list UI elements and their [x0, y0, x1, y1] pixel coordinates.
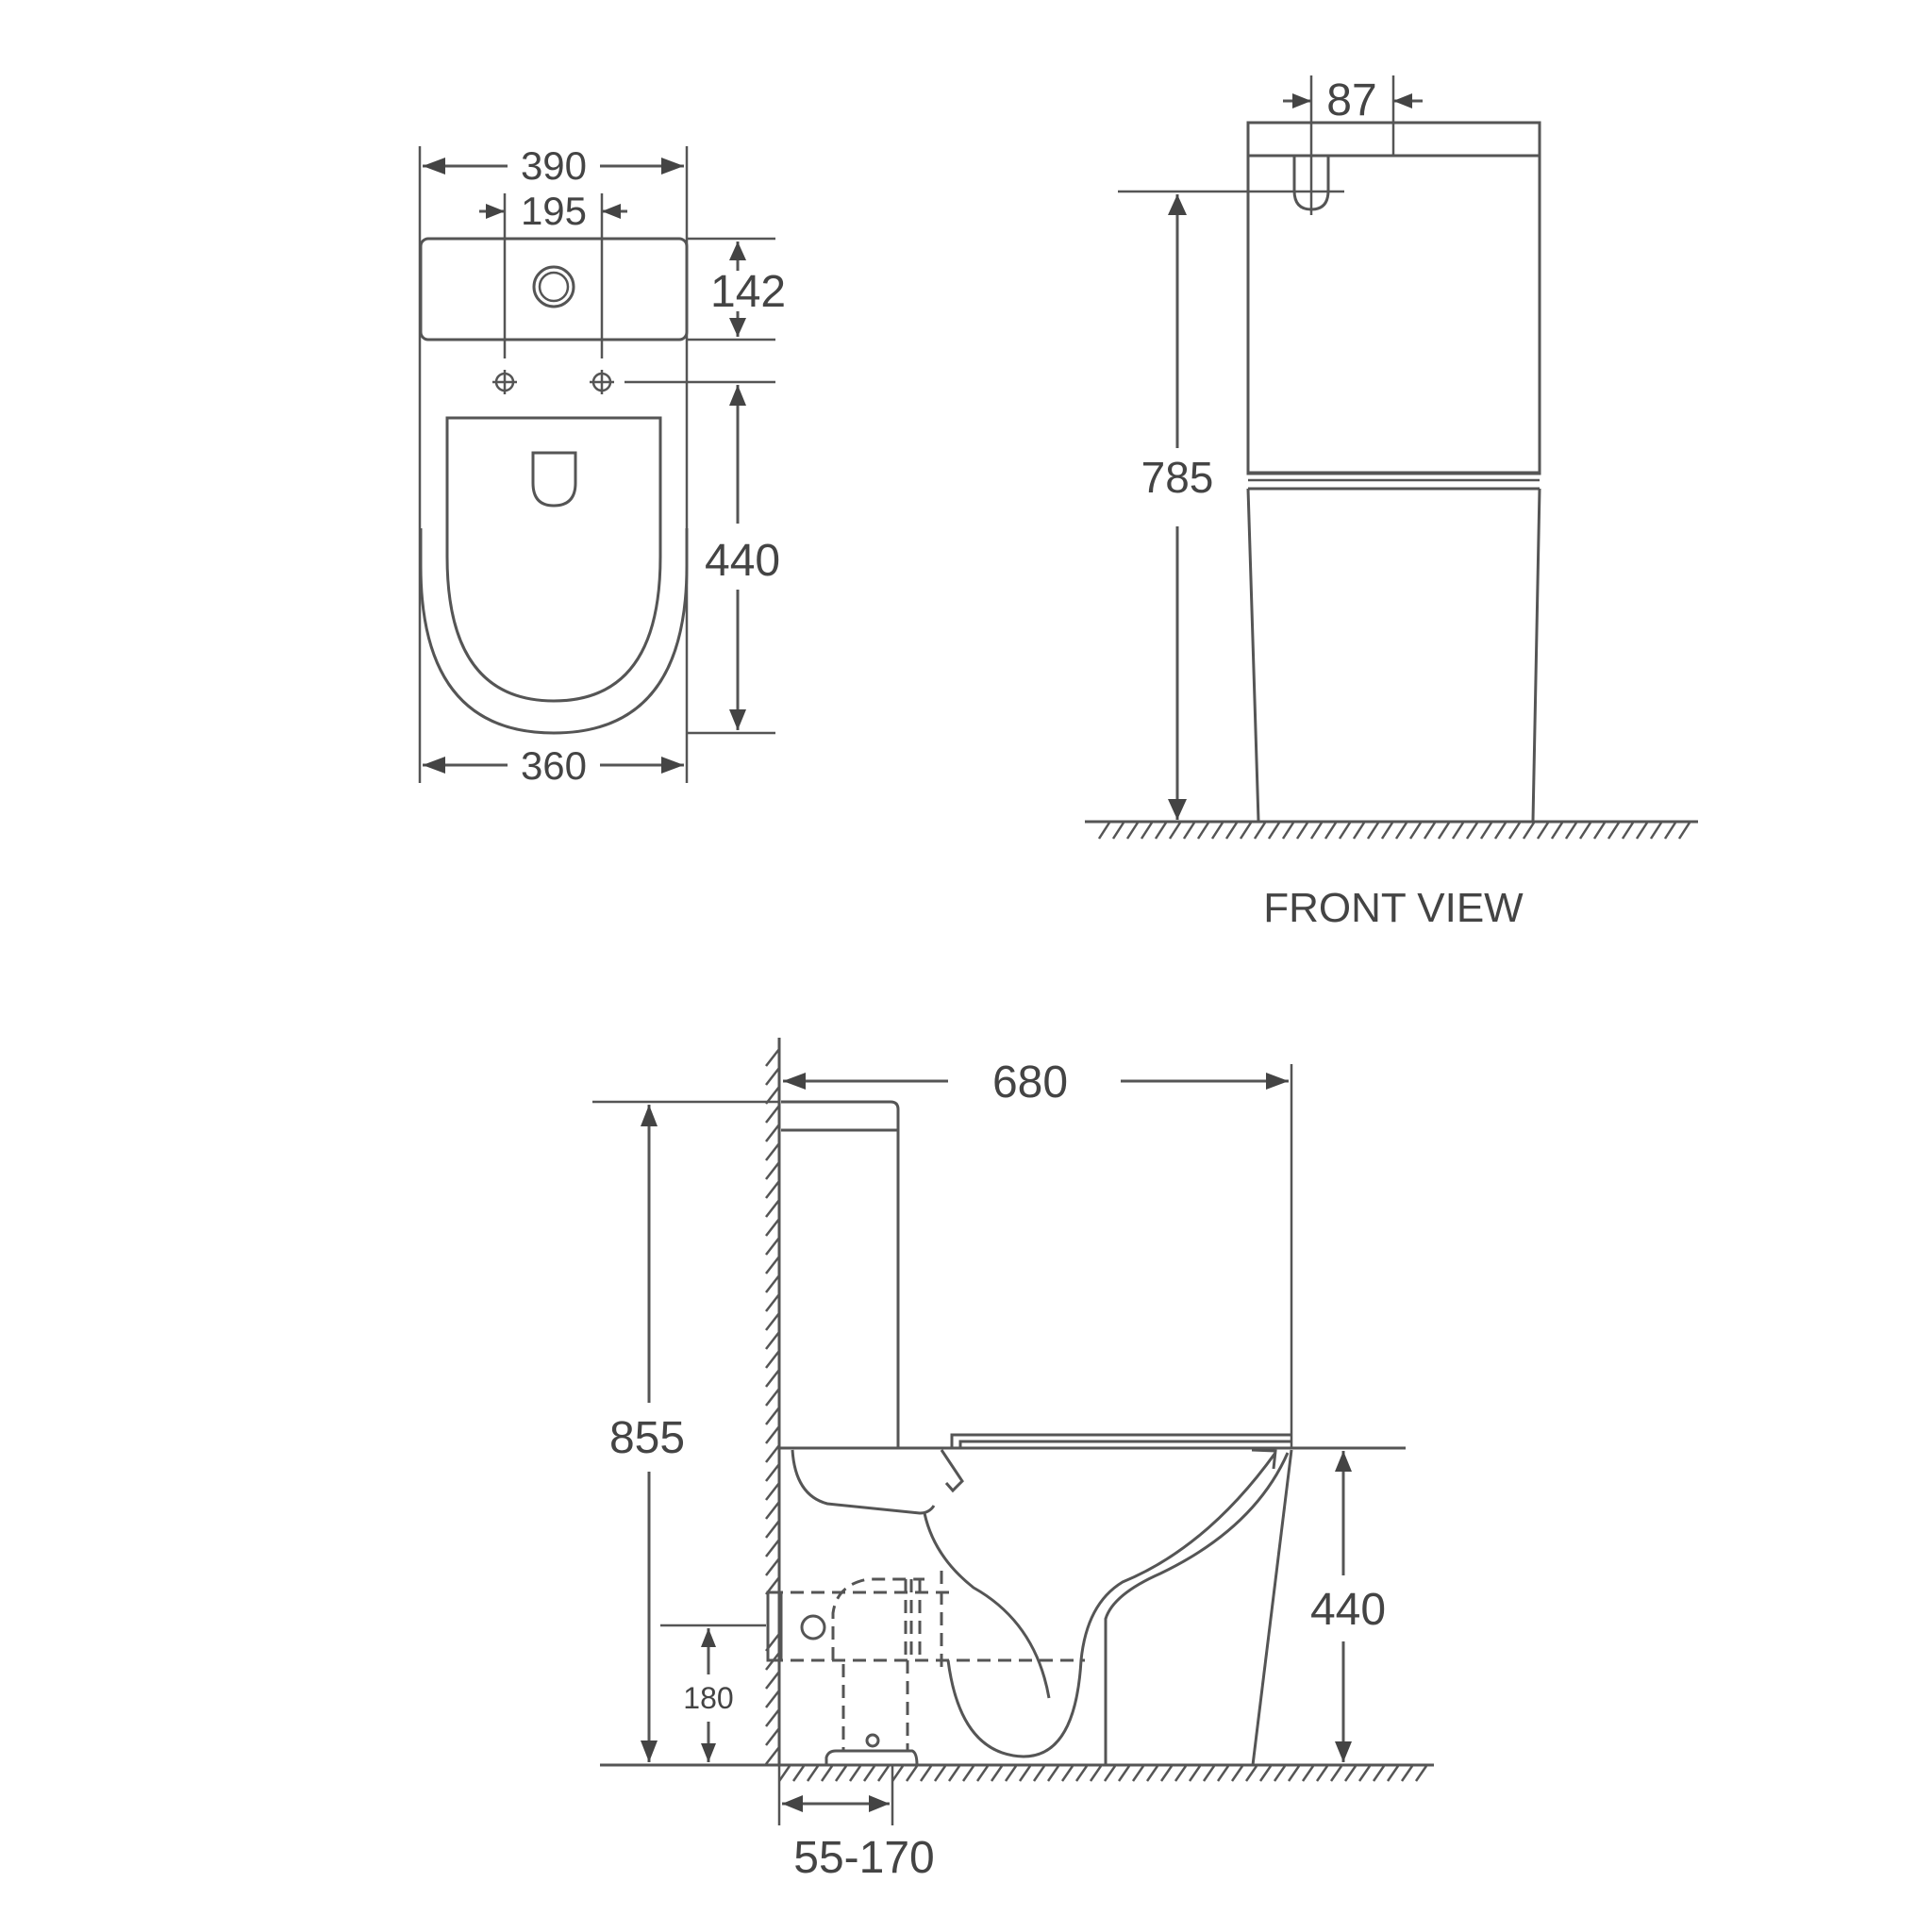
- dim-label-390: 390: [521, 143, 587, 188]
- dim-label-440-top: 440: [705, 536, 780, 586]
- front-pedestal-outline: [1246, 488, 1541, 822]
- dim-360: 360: [423, 743, 684, 788]
- dim-label-87: 87: [1326, 75, 1376, 125]
- outlet-circle-icon: [800, 1614, 826, 1641]
- dim-label-180: 180: [683, 1681, 733, 1715]
- dim-390: 390: [423, 143, 684, 188]
- side-tank-outline: [781, 1100, 900, 1448]
- dim-180: 180: [683, 1628, 734, 1762]
- dim-label-55-170: 55-170: [793, 1833, 934, 1883]
- pan-connector-dashed: [766, 1571, 1085, 1766]
- trapway-outline: [923, 1512, 1051, 1699]
- floor-hatch-side: [777, 1765, 1428, 1782]
- fixing-point-right-icon: [590, 370, 614, 394]
- seat-hinge-icon: [531, 451, 577, 508]
- dim-440-side: 440: [1310, 1451, 1386, 1762]
- dim-label-785: 785: [1141, 453, 1214, 502]
- fixing-point-left-icon: [492, 370, 517, 394]
- dim-87: 87: [1283, 75, 1423, 215]
- dim-label-360: 360: [521, 743, 587, 788]
- floor-hatch: [1097, 822, 1691, 840]
- dim-label-440-side: 440: [1310, 1585, 1386, 1635]
- dim-195: 195: [479, 189, 627, 358]
- seat-lid-outline: [445, 416, 662, 703]
- dim-55-170: 55-170: [782, 1795, 935, 1883]
- dim-label-855: 855: [609, 1413, 685, 1463]
- flush-button-icon: [532, 265, 575, 308]
- dim-label-195: 195: [521, 189, 587, 233]
- dim-440-top: 440: [687, 385, 780, 735]
- dim-142: 142: [687, 237, 786, 341]
- front-view: 87 785 FRONT VIEW: [1085, 75, 1698, 931]
- front-view-title: FRONT VIEW: [1263, 885, 1524, 931]
- side-view: 680 855: [592, 1038, 1434, 1883]
- tank-outline: [419, 237, 689, 341]
- tank-base-outline: [791, 1449, 936, 1515]
- front-tank-outline: [1246, 121, 1541, 475]
- dim-785: 785: [1141, 194, 1214, 820]
- seat-outline: [950, 1433, 1291, 1448]
- dim-label-142: 142: [710, 267, 786, 317]
- dim-855: 855: [609, 1105, 685, 1762]
- top-view: 390 195 142: [418, 143, 786, 788]
- foot-outline: [1104, 1452, 1290, 1765]
- wall-hatch: [765, 1048, 780, 1765]
- water-inlet-icon: [1292, 157, 1330, 211]
- bowl-outline: [419, 528, 689, 735]
- dim-label-680: 680: [992, 1058, 1068, 1108]
- dim-680: 680: [783, 1058, 1289, 1108]
